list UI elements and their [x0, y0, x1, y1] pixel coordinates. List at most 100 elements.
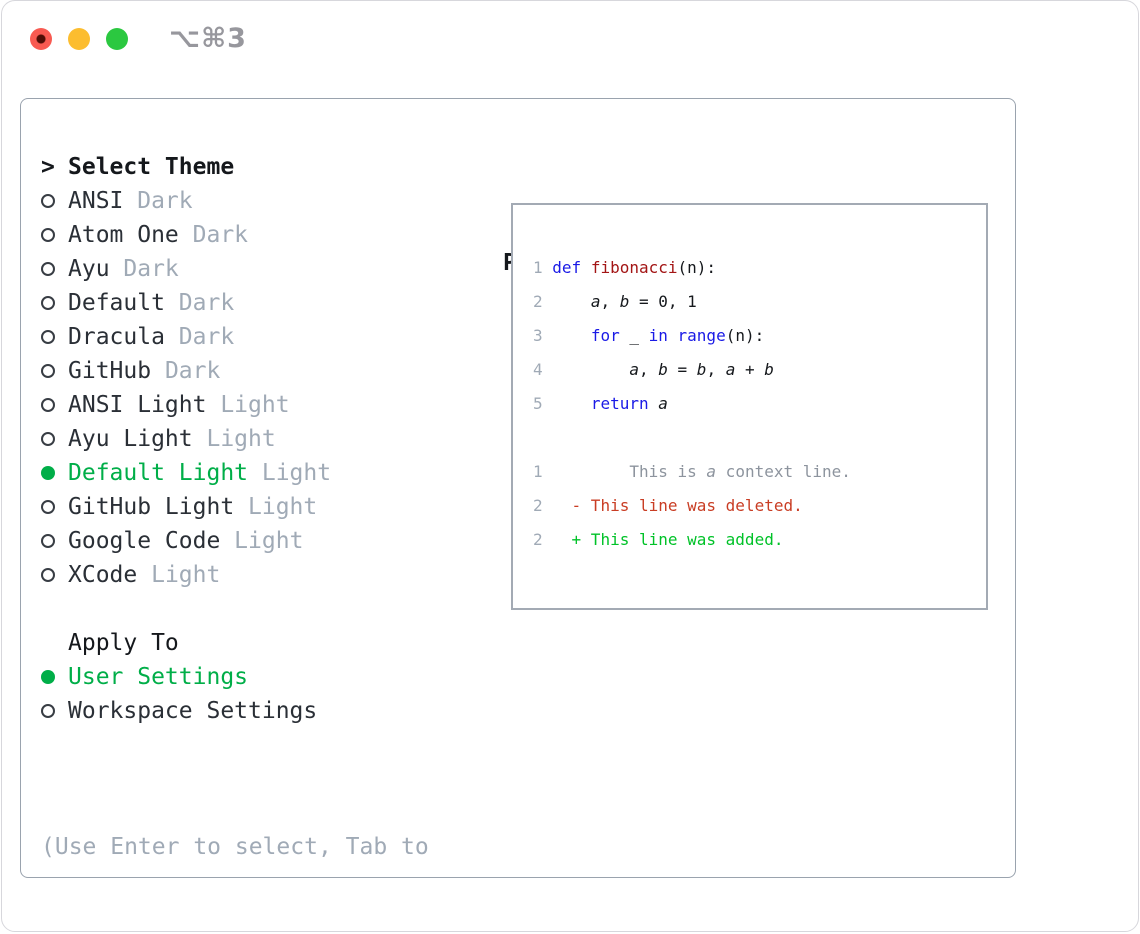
- radio-unselected-icon: [41, 398, 55, 412]
- option-variant-label: Light: [220, 528, 304, 554]
- theme-option[interactable]: ANSI Dark: [41, 184, 429, 218]
- code-token: + This line was added.: [542, 530, 784, 549]
- theme-option[interactable]: GitHub Dark: [41, 354, 429, 388]
- code-token: [543, 394, 591, 413]
- code-token: a: [725, 360, 736, 379]
- code-token: [668, 326, 678, 345]
- code-token: _: [619, 326, 649, 345]
- code-token: a: [629, 360, 639, 379]
- code-token: - This line was deleted.: [542, 496, 803, 515]
- radio-selected-icon: [41, 466, 55, 480]
- radio-unselected-icon: [41, 568, 55, 582]
- theme-option[interactable]: Atom One Dark: [41, 218, 429, 252]
- line-number: 2: [533, 496, 543, 515]
- apply-to-option[interactable]: User Settings: [41, 660, 429, 694]
- preview-box: 1 def fibonacci(n): 2 a, b = 0, 1 3 for …: [511, 203, 988, 610]
- theme-option[interactable]: XCode Light: [41, 558, 429, 592]
- code-token: [543, 258, 553, 277]
- option-label: Workspace Settings: [68, 698, 318, 724]
- code-token: [543, 360, 630, 379]
- option-label: XCode: [68, 562, 138, 588]
- select-theme-title: Select Theme: [68, 154, 235, 180]
- option-label: GitHub: [68, 358, 152, 384]
- code-token: a: [590, 292, 601, 311]
- apply-to-option[interactable]: Workspace Settings: [41, 694, 429, 728]
- code-token: [649, 394, 659, 413]
- radio-unselected-icon: [41, 330, 55, 344]
- code-token: a: [658, 394, 668, 413]
- option-label: GitHub Light: [68, 494, 235, 520]
- titlebar: ⌥⌘3: [2, 1, 1138, 77]
- spacer: [41, 728, 429, 762]
- maximize-button[interactable]: [106, 28, 128, 50]
- option-variant-label: Light: [248, 460, 332, 486]
- code-token: b: [764, 360, 774, 379]
- radio-unselected-icon: [41, 432, 55, 446]
- option-label: User Settings: [68, 664, 249, 690]
- theme-option[interactable]: Dracula Dark: [41, 320, 429, 354]
- option-variant-label: Light: [206, 392, 290, 418]
- option-label: Default: [68, 290, 165, 316]
- theme-option[interactable]: Google Code Light: [41, 524, 429, 558]
- minimize-button[interactable]: [68, 28, 90, 50]
- radio-unselected-icon: [41, 704, 55, 718]
- code-token: [543, 326, 591, 345]
- code-token: def: [552, 258, 582, 277]
- preview-code: 1 def fibonacci(n): 2 a, b = 0, 1 3 for …: [513, 205, 986, 557]
- theme-option[interactable]: GitHub Light Light: [41, 490, 429, 524]
- option-label: Google Code: [68, 528, 221, 554]
- code-token: in: [648, 326, 668, 345]
- code-token: This is: [542, 462, 707, 481]
- option-variant-label: Light: [192, 426, 276, 452]
- radio-unselected-icon: [41, 500, 55, 514]
- code-token: a: [706, 462, 717, 481]
- radio-unselected-icon: [41, 364, 55, 378]
- radio-unselected-icon: [41, 262, 55, 276]
- theme-option[interactable]: Ayu Dark: [41, 252, 429, 286]
- hint-line-1: (Use Enter to select, Tab to: [41, 834, 429, 860]
- code-token: for: [590, 326, 620, 345]
- theme-option[interactable]: Default Light Light: [41, 456, 429, 490]
- option-variant-label: Dark: [164, 324, 235, 350]
- code-token: ,: [706, 360, 726, 379]
- option-label: ANSI: [68, 188, 124, 214]
- code-token: (n):: [677, 258, 717, 277]
- line-number: 3: [533, 326, 543, 345]
- code-token: (n):: [725, 326, 765, 345]
- code-token: range: [677, 326, 726, 345]
- code-token: = 0, 1: [629, 292, 697, 311]
- line-number: 2: [533, 530, 543, 549]
- option-variant-label: Dark: [151, 358, 221, 384]
- prompt-caret-icon: >: [41, 154, 55, 180]
- apply-to-header-row: Apply To: [41, 626, 429, 660]
- code-token: [581, 258, 591, 277]
- code-token: return: [590, 394, 649, 413]
- code-token: =: [667, 360, 697, 379]
- radio-unselected-icon: [41, 228, 55, 242]
- code-token: fibonacci: [590, 258, 678, 277]
- theme-option[interactable]: ANSI Light Light: [41, 388, 429, 422]
- line-number: 4: [533, 360, 543, 379]
- select-theme-header: > Select Theme: [41, 150, 429, 184]
- code-token: ,: [600, 292, 620, 311]
- option-variant-label: Dark: [123, 188, 193, 214]
- spacer: [41, 592, 429, 626]
- line-number: 2: [533, 292, 543, 311]
- option-variant-label: Light: [234, 494, 318, 520]
- code-token: b: [658, 360, 668, 379]
- close-button[interactable]: [30, 28, 52, 50]
- theme-option[interactable]: Ayu Light Light: [41, 422, 429, 456]
- option-label: Ayu: [68, 256, 110, 282]
- line-number: 1: [533, 258, 543, 277]
- radio-unselected-icon: [41, 194, 55, 208]
- option-variant-label: Dark: [178, 222, 249, 248]
- window-title: ⌥⌘3: [169, 23, 247, 54]
- option-label: Ayu Light: [68, 426, 193, 452]
- option-label: Dracula: [68, 324, 165, 350]
- theme-option[interactable]: Default Dark: [41, 286, 429, 320]
- hint-text: (Use Enter to select, Tab to change focu…: [41, 762, 429, 931]
